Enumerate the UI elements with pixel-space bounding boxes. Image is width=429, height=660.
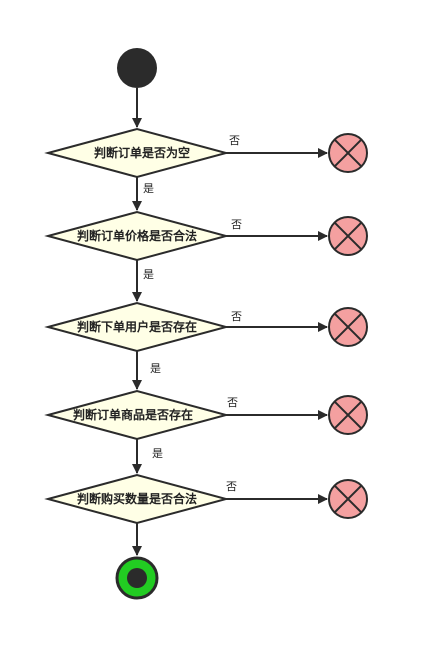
yes-label-3: 是 [150,362,161,375]
terminate-node-2 [328,216,368,256]
yes-label-1: 是 [143,182,154,195]
yes-label-2: 是 [143,268,154,281]
terminate-node-1 [328,133,368,173]
terminate-node-5 [328,479,368,519]
no-label-3: 否 [231,310,242,323]
terminate-node-3 [328,307,368,347]
no-label-5: 否 [226,480,237,493]
decision-node-3: 判断下单用户是否存在 [44,301,230,353]
decision-label-2: 判断订单价格是否合法 [77,228,197,243]
decision-label-5: 判断购买数量是否合法 [77,491,197,506]
terminate-node-4 [328,395,368,435]
no-label-4: 否 [227,396,238,409]
decision-label-3: 判断下单用户是否存在 [77,319,197,334]
decision-node-5: 判断购买数量是否合法 [44,473,230,525]
no-label-1: 否 [229,134,240,147]
decision-node-2: 判断订单价格是否合法 [44,210,230,262]
start-node [117,48,157,88]
decision-label-4: 判断订单商品是否存在 [73,407,193,422]
decision-node-4: 判断订单商品是否存在 [44,389,230,441]
decision-node-1: 判断订单是否为空 [44,127,230,179]
end-node [115,556,159,600]
decision-label-1: 判断订单是否为空 [94,145,190,160]
yes-label-4: 是 [152,447,163,460]
no-label-2: 否 [231,218,242,231]
